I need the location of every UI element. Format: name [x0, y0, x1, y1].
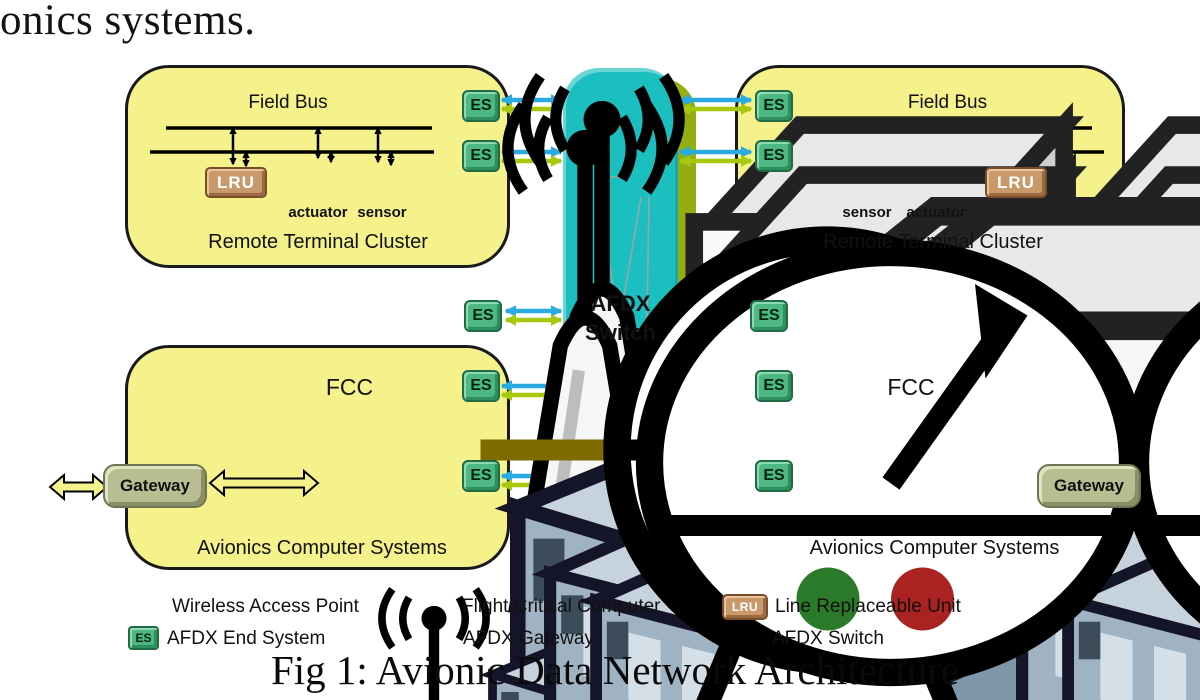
lru-box-right: LRU [985, 167, 1047, 198]
actuator-label-right: actuator [906, 204, 966, 221]
afdx-switch-label-line2: Switch [585, 320, 656, 345]
avionics-computer-systems-left-box [125, 345, 510, 570]
fcc-label-right: FCC [887, 374, 935, 400]
sensor-label-left: sensor [357, 204, 407, 221]
end-system-box: ES [755, 90, 793, 122]
body-text-fragment: onics systems. [0, 0, 256, 44]
legend-label-afdx-end-system: AFDX End System [167, 628, 326, 649]
legend-label-afdx-switch: AFDX Switch [772, 628, 884, 649]
fcc-label-left: FCC [325, 374, 374, 400]
field-bus-label-left: Field Bus [248, 92, 328, 113]
gateway-box-left: Gateway [103, 464, 207, 508]
end-system-box: ES [755, 140, 793, 172]
end-system-box: ES [462, 460, 500, 492]
afdx-switch-label: AFDX Switch [563, 289, 678, 347]
afdx-switch-label-line1: AFDX [590, 291, 651, 316]
field-bus-label-right: Field Bus [907, 92, 988, 113]
line-replaceable-unit-icon: LRU [722, 594, 768, 620]
sensor-label-right: sensor [842, 204, 892, 221]
legend-label-afdx-gateway: AFDX Gateway [463, 628, 594, 649]
legend-label-line-replaceable-unit: Line Replaceable Unit [775, 596, 961, 617]
end-system-box: ES [750, 300, 788, 332]
end-system-box: ES [462, 90, 500, 122]
actuator-label-left: actuator [288, 204, 348, 221]
remote-terminal-cluster-left-box [125, 65, 510, 268]
figure-caption: Fig 1: Avionic Data Network Architecture [270, 647, 960, 693]
avionics-computer-systems-title-left: Avionics Computer Systems [197, 537, 447, 559]
end-system-box: ES [755, 370, 793, 402]
afdx-end-system-icon: ES [128, 626, 159, 650]
end-system-box: ES [462, 140, 500, 172]
remote-terminal-cluster-title-left: Remote Terminal Cluster [208, 231, 428, 253]
avionics-computer-systems-title-right: Avionics Computer Systems [809, 537, 1060, 559]
end-system-box: ES [755, 460, 793, 492]
lru-box-left: LRU [205, 167, 267, 198]
legend-label-flight-critical-computer: Flight Critical Computer [462, 596, 661, 617]
legend-label-wireless-access-point: Wireless Access Point [172, 596, 359, 617]
gateway-box-right: Gateway [1037, 464, 1141, 508]
end-system-box: ES [462, 370, 500, 402]
remote-terminal-cluster-title-right: Remote Terminal Cluster [823, 231, 1043, 253]
end-system-box: ES [464, 300, 502, 332]
